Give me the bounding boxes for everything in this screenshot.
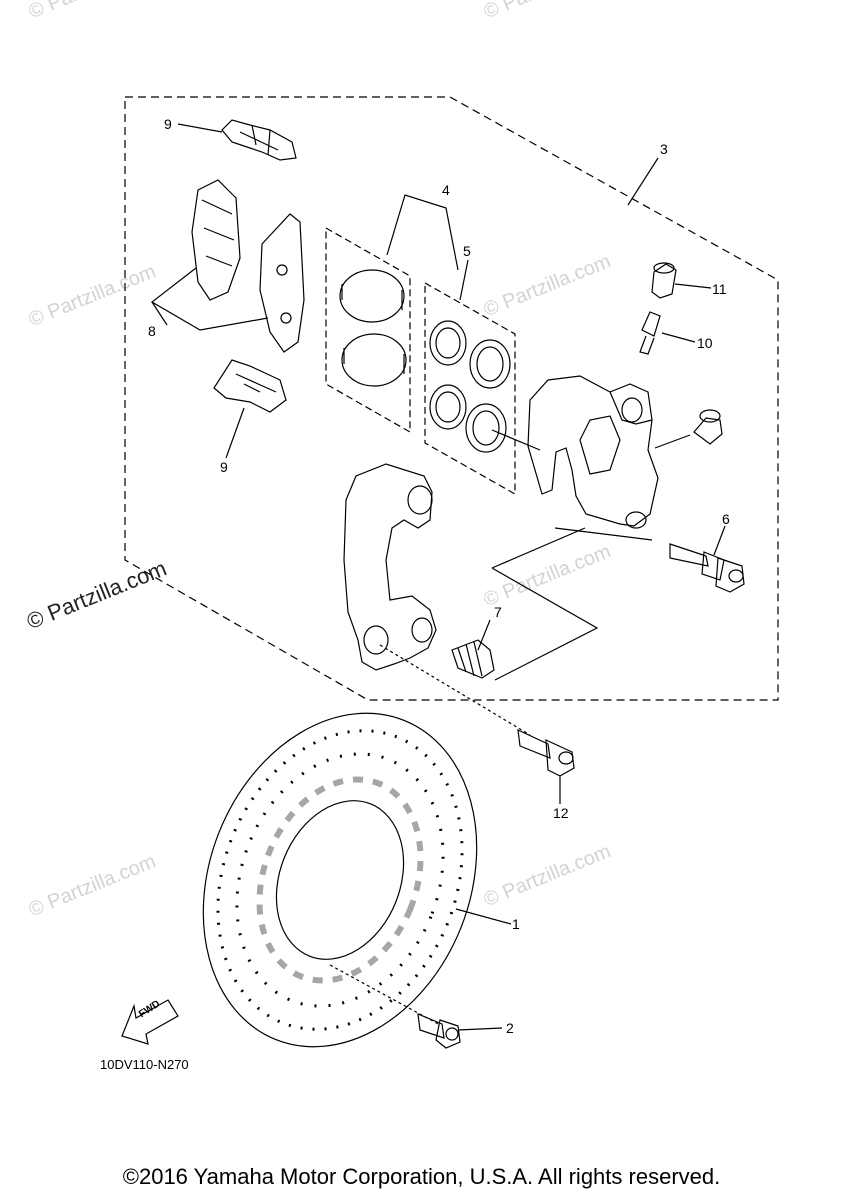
assembly-boundary — [124, 96, 779, 701]
callout-4: 4 — [442, 182, 450, 198]
callout-1: 1 — [512, 916, 520, 932]
callout-6: 6 — [722, 511, 730, 527]
callout-10: 10 — [697, 335, 713, 351]
callout-12: 12 — [553, 805, 569, 821]
callout-11: 11 — [712, 281, 727, 297]
callout-2: 2 — [506, 1020, 514, 1036]
callout-9-bottom: 9 — [220, 459, 228, 475]
callout-8: 8 — [148, 323, 156, 339]
brake-disc-outer — [202, 712, 478, 1048]
seal-kit-box — [424, 281, 516, 496]
copyright-notice: ©2016 Yamaha Motor Corporation, U.S.A. A… — [122, 1164, 721, 1189]
callout-7: 7 — [494, 604, 502, 620]
diagram-code: 10DV110-N270 — [100, 1057, 189, 1072]
callout-3: 3 — [660, 141, 668, 157]
callout-5: 5 — [463, 243, 471, 259]
fwd-arrow-icon — [121, 999, 179, 1045]
piston-kit-box — [325, 226, 411, 434]
callout-9-top: 9 — [164, 116, 172, 132]
brake-disc-inner — [275, 800, 405, 960]
